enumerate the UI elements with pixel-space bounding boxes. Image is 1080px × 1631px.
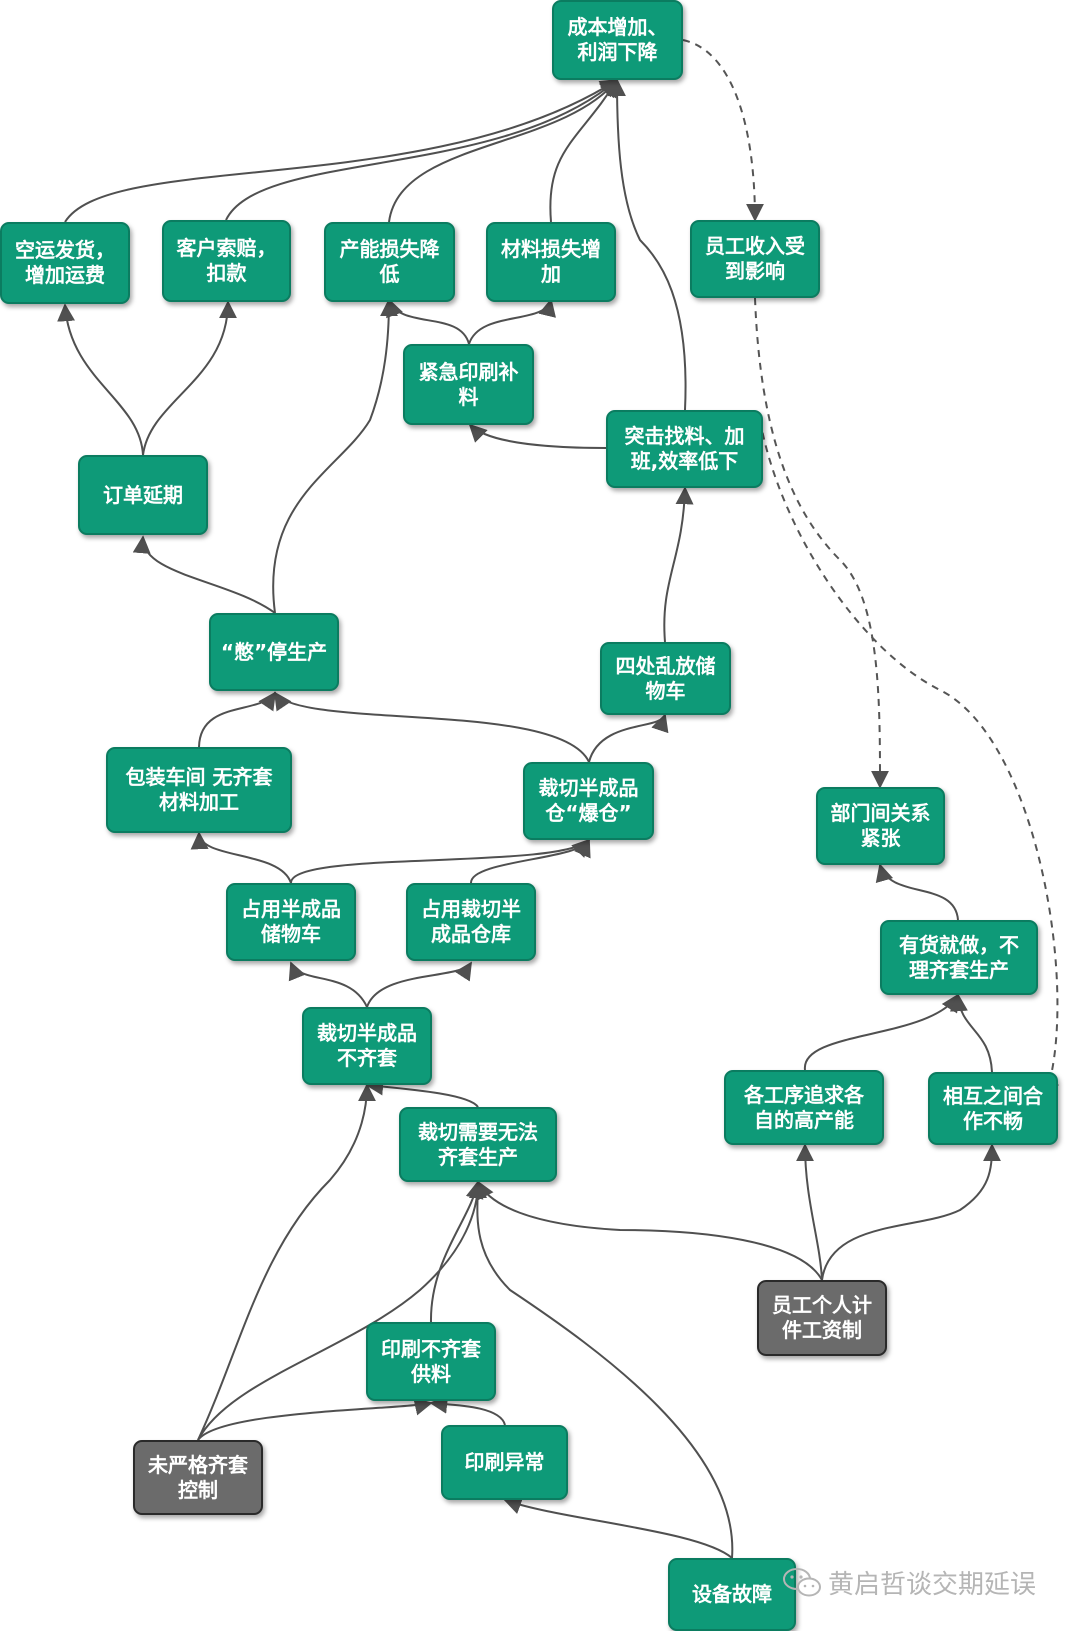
edge-urgent-caploss <box>386 298 470 345</box>
node-warehouse-full-label: 裁切半成品 仓“爆仓” <box>538 776 639 825</box>
node-cut-incomplete-label: 裁切半成品 不齐套 <box>317 1021 417 1070</box>
node-printing-incomplete: 印刷不齐套 供料 <box>366 1322 496 1401</box>
edge-piece-coop <box>821 1143 1001 1281</box>
node-dept-tension: 部门间关系 紧张 <box>816 787 945 865</box>
edge-cost-income <box>682 39 764 222</box>
node-order-delay-label: 订单延期 <box>103 482 183 507</box>
edge-rush-urgent <box>468 423 607 449</box>
node-occupy-carts: 占用半成品 储物车 <box>226 883 356 961</box>
edge-claim-cost <box>225 78 619 221</box>
edge-coop-anyway <box>949 993 993 1073</box>
node-air-freight: 空运发货， 增加运费 <box>0 222 130 304</box>
node-produce-anyway-label: 有货就做，不 理齐套生产 <box>899 932 1019 982</box>
node-printing-incomplete-label: 印刷不齐套 供料 <box>381 1336 481 1386</box>
node-material-loss: 材料损失增 加 <box>486 222 616 302</box>
edge-income-coop <box>759 419 1059 1099</box>
node-warehouse-full: 裁切半成品 仓“爆仓” <box>523 762 654 840</box>
wechat-icon <box>783 1568 821 1597</box>
node-scattered-carts-label: 四处乱放储 物车 <box>615 653 716 703</box>
edge-printabn-printinc <box>429 1395 506 1426</box>
edge-cutinc-occwh <box>366 961 472 1008</box>
node-customer-claim: 客户索赔， 扣款 <box>162 220 291 302</box>
node-material-loss-label: 材料损失增 加 <box>501 237 601 286</box>
edge-delay-claim <box>142 300 237 456</box>
edge-equip-printabn <box>503 1497 733 1559</box>
edge-air-cost <box>64 79 619 223</box>
node-capacity-loss-label: 产能损失降 低 <box>339 237 440 286</box>
edge-full-halt <box>273 691 590 763</box>
node-cut-incomplete: 裁切半成品 不齐套 <box>302 1007 432 1085</box>
node-no-strict-control: 未严格齐套 控制 <box>133 1440 263 1515</box>
edge-proc-anyway <box>803 993 959 1071</box>
edge-cutinc-occcart <box>288 961 368 1008</box>
node-cost-increase: 成本增加、 利润下降 <box>552 0 683 80</box>
edge-piece-proc <box>796 1143 823 1281</box>
node-production-halt-label: “憋”停生产 <box>220 639 328 664</box>
node-produce-anyway: 有货就做，不 理齐套生产 <box>880 920 1038 995</box>
edge-nostrict-cutneed <box>197 1180 487 1441</box>
edge-equip-cutneed <box>468 1180 734 1559</box>
edge-nostrict-cutinc <box>197 1083 376 1441</box>
edge-full-chaos <box>588 713 669 763</box>
node-employee-income: 员工收入受 到影响 <box>690 220 820 298</box>
edge-chaos-rush <box>663 486 694 643</box>
edge-delay-air <box>57 303 144 456</box>
node-process-capacity-label: 各工序追求各 自的高产能 <box>744 1082 864 1132</box>
node-cost-increase-label: 成本增加、 利润下降 <box>567 15 668 64</box>
edge-piece-cutneed <box>477 1180 823 1281</box>
edge-urgent-matloss <box>468 298 556 345</box>
node-packing-no-kit-label: 包装车间 无齐套 材料加工 <box>125 765 273 814</box>
edge-matloss-cost <box>549 78 618 223</box>
edge-anyway-dept <box>875 863 959 921</box>
node-occupy-carts-label: 占用半成品 储物车 <box>241 897 341 946</box>
node-employee-income-label: 员工收入受 到影响 <box>705 234 805 283</box>
node-occupy-warehouse: 占用裁切半 成品仓库 <box>406 883 536 961</box>
watermark-text: 黄启哲谈交期延误 <box>828 1569 1037 1600</box>
node-cut-cannot-kit: 裁切需要无法 齐套生产 <box>399 1107 557 1182</box>
node-production-halt: “憋”停生产 <box>209 613 339 691</box>
node-printing-abnormal: 印刷异常 <box>441 1425 568 1500</box>
node-poor-cooperation-label: 相互之间合 作不畅 <box>943 1083 1043 1133</box>
node-scattered-carts: 四处乱放储 物车 <box>600 642 731 715</box>
node-piece-rate-wage: 员工个人计 件工资制 <box>757 1280 887 1356</box>
edge-occwh-full <box>469 838 591 884</box>
node-rush-overtime: 突击找料、加 班,效率低下 <box>606 410 763 488</box>
node-equipment-failure-label: 设备故障 <box>692 1582 772 1606</box>
edge-occcart-pack <box>190 831 292 884</box>
node-poor-cooperation: 相互之间合 作不畅 <box>928 1072 1058 1145</box>
node-capacity-loss: 产能损失降 低 <box>324 222 455 302</box>
node-urgent-printing: 紧急印刷补 料 <box>403 344 534 425</box>
node-process-capacity: 各工序追求各 自的高产能 <box>724 1070 884 1145</box>
edge-halt-delay <box>132 535 276 614</box>
watermark: 黄启哲谈交期延误 <box>782 1562 1036 1602</box>
node-order-delay: 订单延期 <box>78 455 208 535</box>
node-customer-claim-label: 客户索赔， 扣款 <box>176 236 277 285</box>
node-piece-rate-wage-label: 员工个人计 件工资制 <box>772 1293 872 1342</box>
edge-income-dept <box>754 297 889 789</box>
node-equipment-failure: 设备故障 <box>668 1558 796 1631</box>
node-no-strict-control-label: 未严格齐套 控制 <box>148 1452 248 1502</box>
node-packing-no-kit: 包装车间 无齐套 材料加工 <box>106 747 292 833</box>
edge-nostrict-printinc <box>197 1397 433 1441</box>
node-dept-tension-label: 部门间关系 紧张 <box>830 801 931 850</box>
edge-rush-cost <box>608 78 687 411</box>
edge-halt-caploss <box>272 298 398 614</box>
node-printing-abnormal-label: 印刷异常 <box>464 1450 545 1474</box>
edge-cutneed-cutinc <box>365 1077 479 1108</box>
edge-pack-halt <box>198 691 277 748</box>
node-cut-cannot-kit-label: 裁切需要无法 齐套生产 <box>418 1119 538 1169</box>
node-rush-overtime-label: 突击找料、加 班,效率低下 <box>624 424 745 473</box>
node-air-freight-label: 空运发货， 增加运费 <box>15 238 115 287</box>
node-occupy-warehouse-label: 占用裁切半 成品仓库 <box>421 897 521 946</box>
edge-caploss-cost <box>388 78 619 223</box>
edge-occcart-full <box>289 838 591 884</box>
node-urgent-printing-label: 紧急印刷补 料 <box>418 359 519 409</box>
